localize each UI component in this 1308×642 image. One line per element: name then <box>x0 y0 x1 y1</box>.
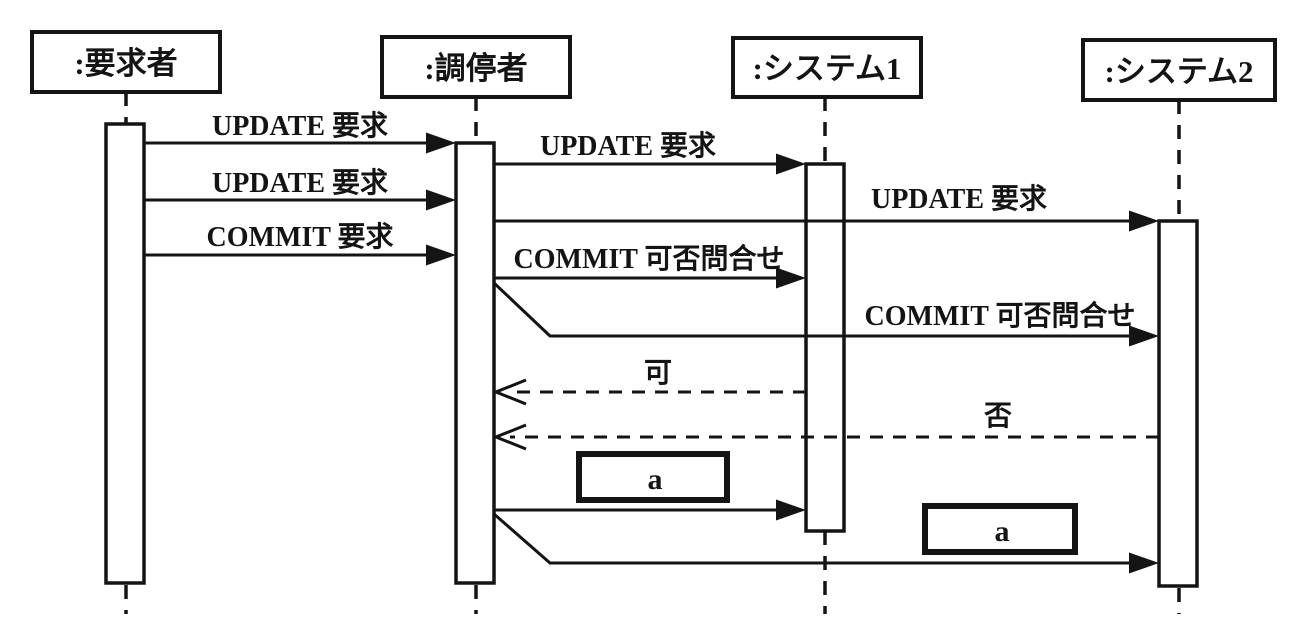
activation-bar-requester <box>104 122 146 585</box>
actor-label-requester: :要求者 <box>74 46 177 81</box>
message-commit-inquiry-system1: COMMIT 可否問合せ <box>494 242 806 289</box>
message-update-forward-system2: UPDATE 要求 <box>494 183 1159 232</box>
message-commit-request: COMMIT 要求 <box>144 221 456 266</box>
label-box-a2 <box>922 503 1078 555</box>
actor-label-system1: :システム1 <box>753 51 902 86</box>
arrowhead <box>1129 552 1159 574</box>
message-label: UPDATE 要求 <box>871 183 1047 215</box>
arrowhead <box>426 189 456 211</box>
arrowhead <box>426 244 456 266</box>
message-label: COMMIT 可否問合せ <box>514 242 785 275</box>
open-arrowhead <box>491 423 527 451</box>
actor-box-system2: :システム2 <box>1081 38 1277 102</box>
message-label: a <box>648 463 663 496</box>
message-abort-system1: a <box>494 451 806 521</box>
actor-label-system2: :システム2 <box>1105 54 1254 89</box>
message-label: COMMIT 可否問合せ <box>865 299 1136 332</box>
message-update-request-2: UPDATE 要求 <box>144 167 456 211</box>
actor-box-system1: :システム1 <box>731 36 923 99</box>
message-update-forward-system1: UPDATE 要求 <box>494 130 806 175</box>
message-label: 可 <box>644 358 672 389</box>
activation-bar-mediator <box>454 141 496 585</box>
message-abort-system2: a <box>493 503 1159 574</box>
message-label: UPDATE 要求 <box>540 130 716 162</box>
message-label: 否 <box>984 401 1012 432</box>
arrowhead <box>776 499 806 521</box>
message-label: UPDATE 要求 <box>212 167 388 199</box>
arrowhead <box>776 267 806 289</box>
message-label: UPDATE 要求 <box>212 110 388 142</box>
message-label: COMMIT 要求 <box>207 221 394 253</box>
return-yes-system1: 可 <box>491 358 806 406</box>
label-box-a1 <box>576 451 730 503</box>
arrowhead <box>1129 325 1159 347</box>
arrowhead <box>1129 210 1159 232</box>
message-label: a <box>995 515 1010 548</box>
actor-box-mediator: :調停者 <box>380 35 572 99</box>
message-update-request-1: UPDATE 要求 <box>144 110 456 154</box>
message-commit-inquiry-system2: COMMIT 可否問合せ <box>492 281 1159 347</box>
arrowhead <box>426 132 456 154</box>
open-arrowhead <box>491 378 527 406</box>
actor-label-mediator: :調停者 <box>424 51 527 86</box>
activation-bar-system2 <box>1157 219 1199 588</box>
actor-box-requester: :要求者 <box>30 30 222 94</box>
arrowhead <box>776 153 806 175</box>
return-no-system2: 否 <box>491 401 1159 451</box>
activation-bar-system1 <box>804 162 846 533</box>
